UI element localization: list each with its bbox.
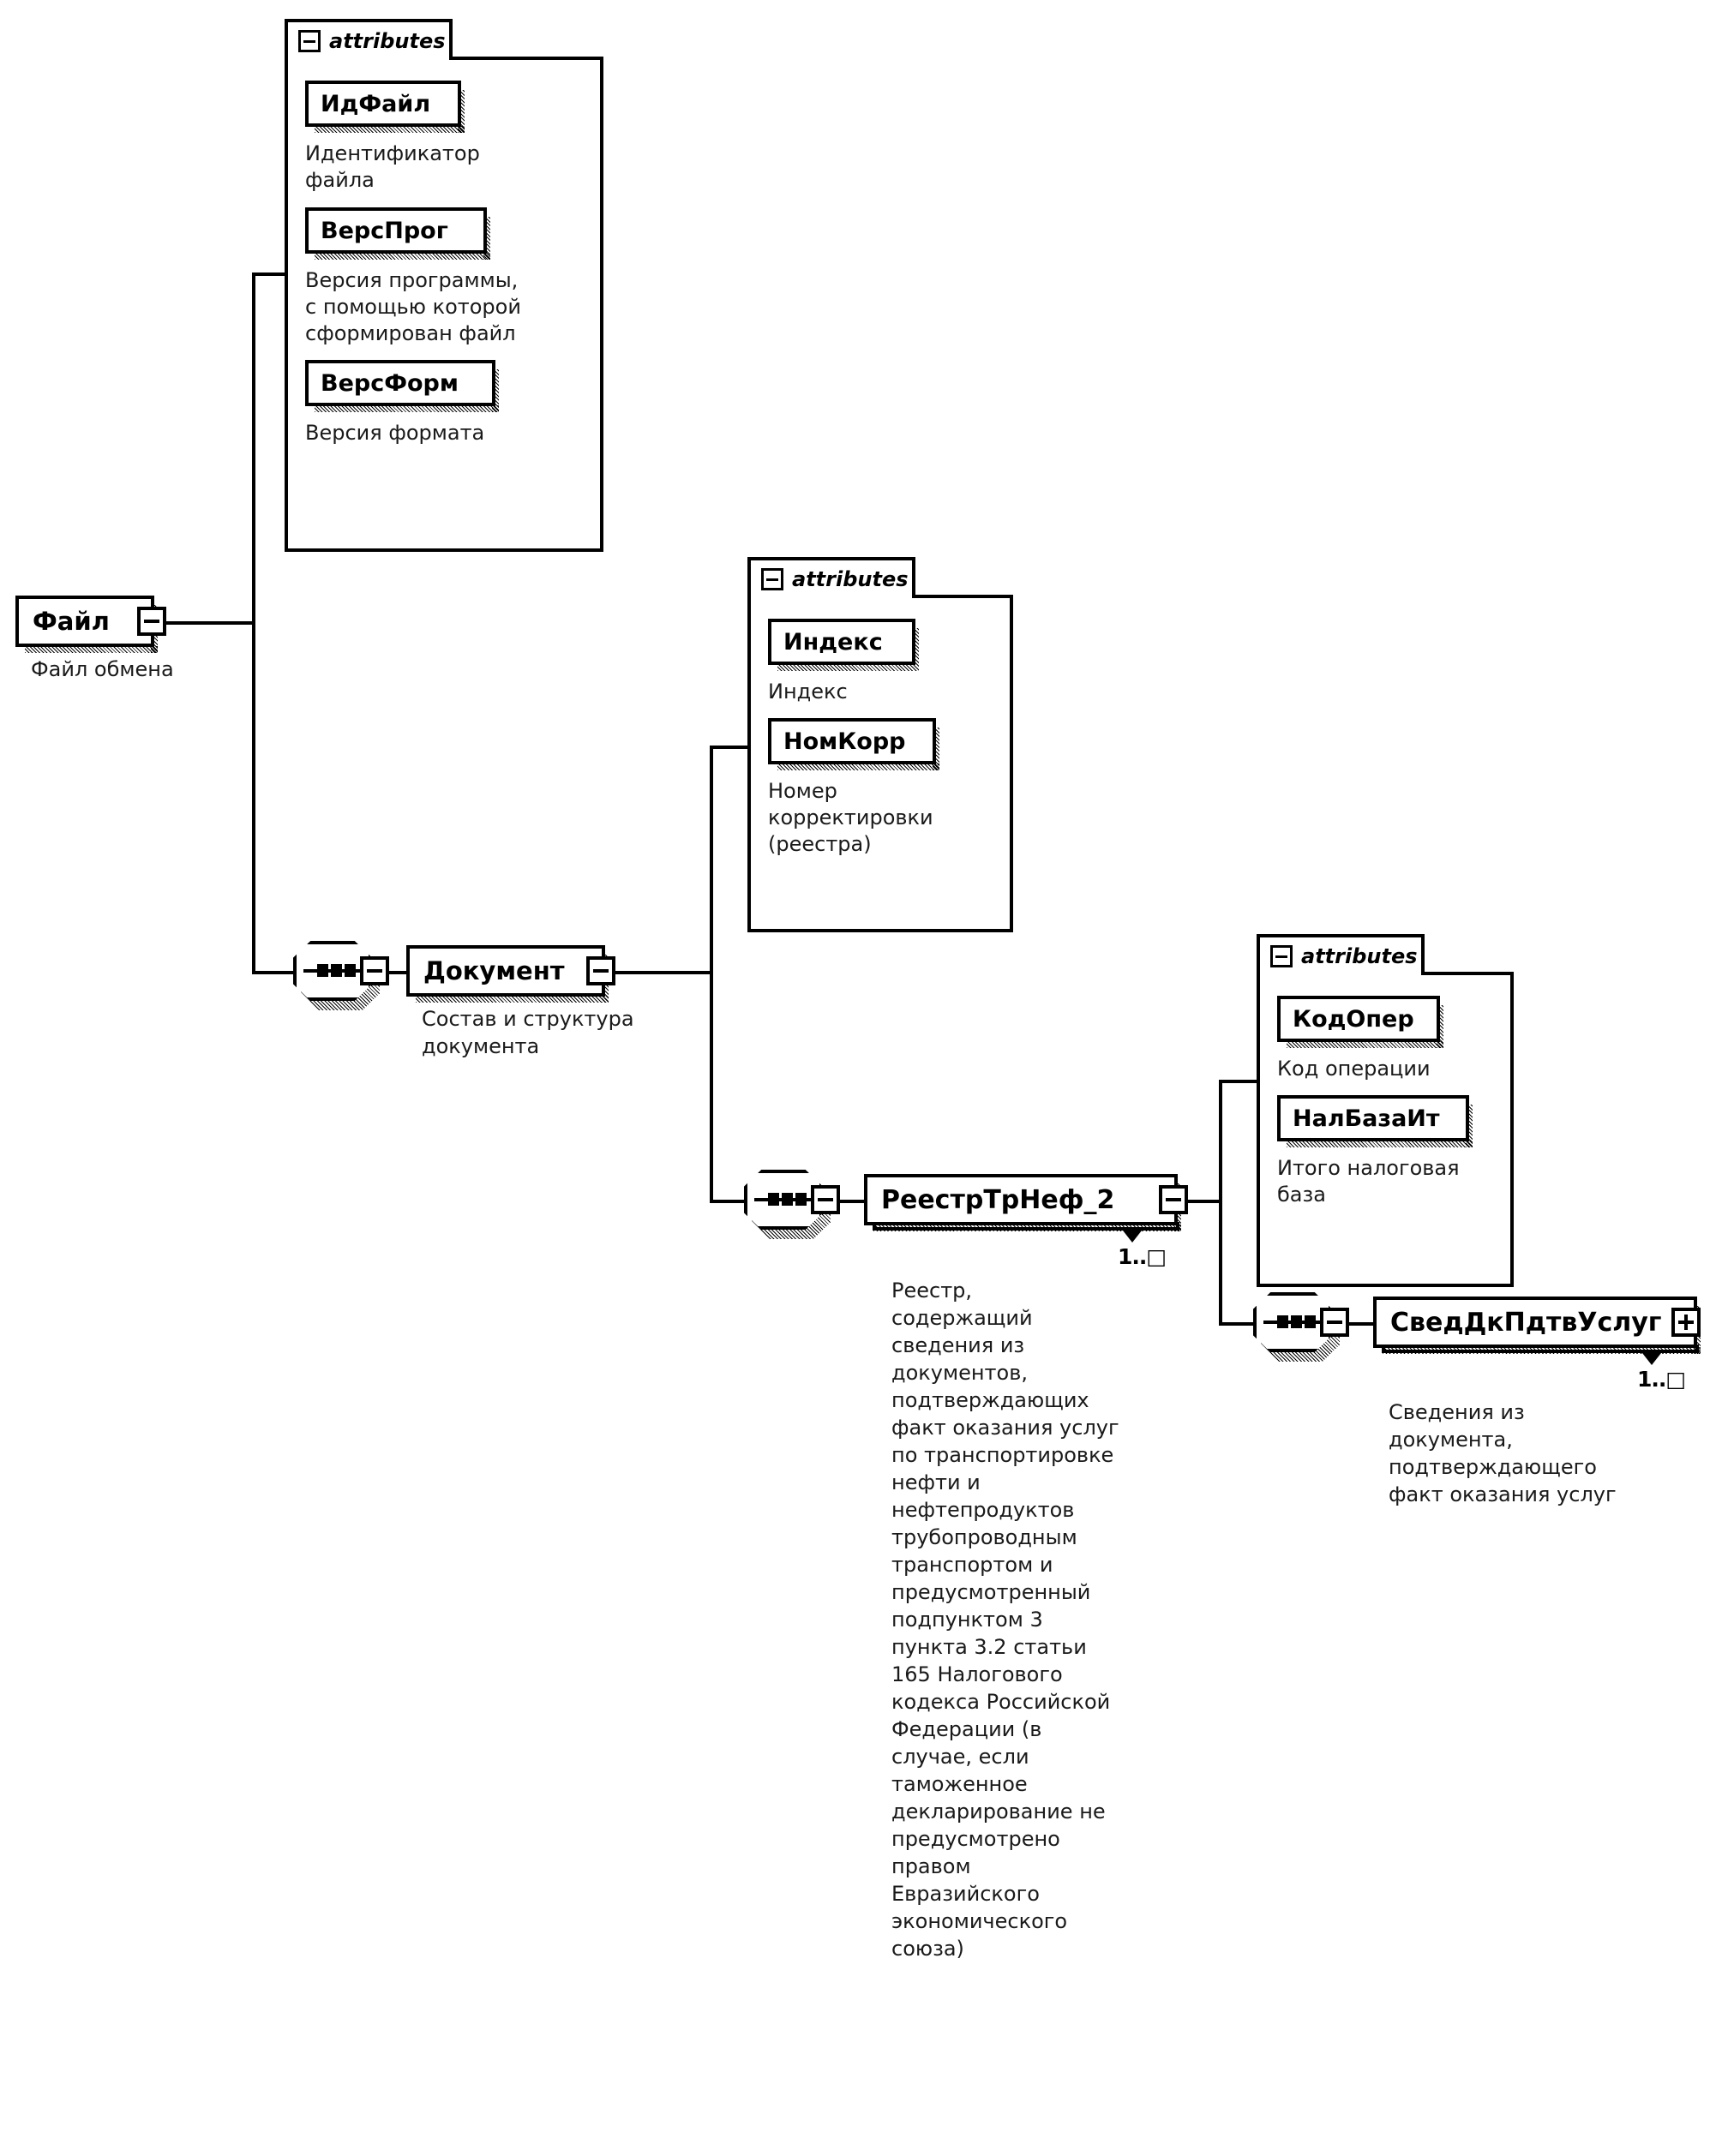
connector-line bbox=[252, 272, 297, 276]
element-node-reestrtrnef2[interactable]: РеестрТрНеф_2 bbox=[864, 1174, 1181, 1231]
minus-icon bbox=[1166, 1198, 1181, 1201]
attribute-shadow bbox=[492, 369, 499, 412]
attribute-description-nomkorr: Номер корректировки (реестра) bbox=[768, 779, 933, 856]
element-node-dokument[interactable]: Документ bbox=[406, 945, 609, 1003]
attributes-tab[interactable]: attributes bbox=[1257, 934, 1425, 975]
connector-line bbox=[1219, 1080, 1269, 1083]
attributes-tab[interactable]: attributes bbox=[285, 19, 453, 60]
element-description-sveddkpdtvuslug: Сведения из документа, подтверждающего ф… bbox=[1389, 1400, 1617, 1506]
repeat-outline bbox=[873, 1222, 876, 1231]
attribute-chip-idfajl[interactable]: ИдФайл bbox=[305, 81, 465, 133]
attributes-compartment-fajl: attributes ИдФайл Идентификатор файла Ве… bbox=[285, 19, 603, 552]
sequence-dot bbox=[782, 1193, 793, 1206]
attribute-description-idfajl: Идентификатор файла bbox=[305, 141, 480, 192]
element-description-fajl: Файл обмена bbox=[31, 657, 174, 681]
attribute-description-kodoper: Код операции bbox=[1277, 1057, 1431, 1081]
sequence-dot bbox=[317, 964, 328, 977]
attribute-name: НалБазаИт bbox=[1293, 1105, 1440, 1132]
attributes-label: attributes bbox=[329, 29, 446, 53]
attribute-chip-nomkorr[interactable]: НомКорр bbox=[768, 718, 939, 770]
attribute-description-indeks: Индекс bbox=[768, 680, 848, 704]
element-name-dokument: Документ bbox=[423, 956, 565, 985]
attribute-name: ВерсФорм bbox=[321, 369, 459, 397]
connector-line bbox=[605, 971, 711, 974]
sequence-dot bbox=[331, 964, 342, 977]
collapse-minus-icon[interactable] bbox=[761, 568, 783, 590]
expander-minus-sequence-sved[interactable] bbox=[1320, 1308, 1349, 1337]
sequence-dot bbox=[1291, 1315, 1302, 1328]
connector-line bbox=[252, 274, 255, 974]
element-description-reestrtrnef2: Реестр, содержащий сведения из документо… bbox=[891, 1279, 1119, 1961]
connector-line bbox=[372, 971, 406, 974]
connector-line bbox=[1219, 1081, 1222, 1326]
element-name-fajl: Файл bbox=[33, 607, 110, 636]
element-name-reestrtrnef2: РеестрТрНеф_2 bbox=[881, 1184, 1115, 1215]
minus-icon bbox=[144, 620, 159, 623]
element-name-sveddkpdtvuslug: СведДкПдтвУслуг bbox=[1390, 1307, 1662, 1338]
connector-line bbox=[1219, 1322, 1253, 1326]
repeat-arrow-icon bbox=[1642, 1353, 1661, 1365]
attribute-description-nalbazait: Итого налоговая база bbox=[1277, 1156, 1460, 1207]
element-description-dokument: Состав и структура документа bbox=[422, 1007, 634, 1058]
connector-line bbox=[823, 1200, 864, 1203]
connector-line bbox=[252, 971, 293, 974]
attribute-shadow bbox=[933, 728, 939, 770]
cardinality-sveddkpdtvuslug: 1..□ bbox=[1637, 1367, 1686, 1392]
attribute-chip-nalbazait[interactable]: НалБазаИт bbox=[1277, 1095, 1473, 1147]
collapse-minus-icon[interactable] bbox=[298, 30, 321, 52]
repeat-arrow-icon bbox=[1123, 1231, 1142, 1243]
expander-minus-sequence-reestr[interactable] bbox=[811, 1185, 840, 1214]
attributes-label: attributes bbox=[792, 567, 909, 591]
minus-icon bbox=[367, 969, 382, 973]
sequence-dot bbox=[1277, 1315, 1288, 1328]
connector-line bbox=[154, 621, 255, 625]
collapse-minus-icon[interactable] bbox=[1270, 945, 1293, 967]
attribute-shadow bbox=[1466, 1105, 1473, 1147]
attribute-chip-versprog[interactable]: ВерсПрог bbox=[305, 207, 490, 260]
attribute-description-versprog: Версия программы, с помощью которой сфор… bbox=[305, 268, 521, 345]
connector-line bbox=[710, 1200, 744, 1203]
attribute-shadow bbox=[1437, 1005, 1443, 1048]
attribute-shadow bbox=[912, 628, 919, 671]
sequence-dot bbox=[1305, 1315, 1316, 1328]
attributes-tab[interactable]: attributes bbox=[747, 557, 915, 598]
attribute-name: КодОпер bbox=[1293, 1005, 1414, 1033]
connector-line bbox=[710, 747, 713, 1203]
attribute-name: Индекс bbox=[783, 628, 883, 656]
attribute-shadow bbox=[458, 90, 465, 133]
attributes-compartment-reestrtrnef2: attributes КодОпер Код операции НалБазаИ… bbox=[1257, 934, 1514, 1287]
expander-minus-sequence-dokument[interactable] bbox=[360, 956, 389, 985]
expander-minus-reestrtrnef2[interactable] bbox=[1159, 1185, 1188, 1214]
minus-icon bbox=[593, 969, 609, 973]
connector-line bbox=[710, 746, 761, 749]
repeat-outline bbox=[1176, 1222, 1179, 1231]
repeat-outline bbox=[1695, 1345, 1699, 1353]
expander-plus-sveddkpdtvuslug[interactable] bbox=[1671, 1308, 1701, 1337]
attributes-compartment-dokument: attributes Индекс Индекс НомКорр Номер к… bbox=[747, 557, 1013, 932]
attribute-description-versform: Версия формата bbox=[305, 421, 485, 445]
expander-minus-fajl[interactable] bbox=[137, 607, 166, 636]
attribute-chip-kodoper[interactable]: КодОпер bbox=[1277, 996, 1443, 1048]
sequence-dot bbox=[768, 1193, 779, 1206]
attribute-chip-indeks[interactable]: Индекс bbox=[768, 619, 919, 671]
sequence-dot bbox=[345, 964, 356, 977]
attribute-name: НомКорр bbox=[783, 728, 906, 755]
attribute-chip-versform[interactable]: ВерсФорм bbox=[305, 360, 499, 412]
attribute-name: ВерсПрог bbox=[321, 217, 448, 244]
minus-icon bbox=[1327, 1321, 1342, 1324]
minus-icon bbox=[818, 1198, 833, 1201]
sequence-dot bbox=[795, 1193, 807, 1206]
attributes-label: attributes bbox=[1301, 944, 1418, 968]
element-node-fajl[interactable]: Файл bbox=[15, 596, 158, 653]
attributes-body bbox=[285, 57, 603, 552]
plus-icon-vertical bbox=[1684, 1315, 1688, 1330]
connector-line bbox=[1178, 1200, 1221, 1203]
repeat-outline bbox=[1382, 1345, 1385, 1353]
attribute-name: ИдФайл bbox=[321, 90, 431, 117]
attribute-shadow bbox=[483, 217, 490, 260]
connector-line bbox=[1332, 1322, 1373, 1326]
cardinality-reestrtrnef2: 1..□ bbox=[1118, 1244, 1167, 1269]
element-node-sveddkpdtvuslug[interactable]: СведДкПдтвУслуг bbox=[1373, 1297, 1701, 1354]
expander-minus-dokument[interactable] bbox=[586, 956, 615, 985]
